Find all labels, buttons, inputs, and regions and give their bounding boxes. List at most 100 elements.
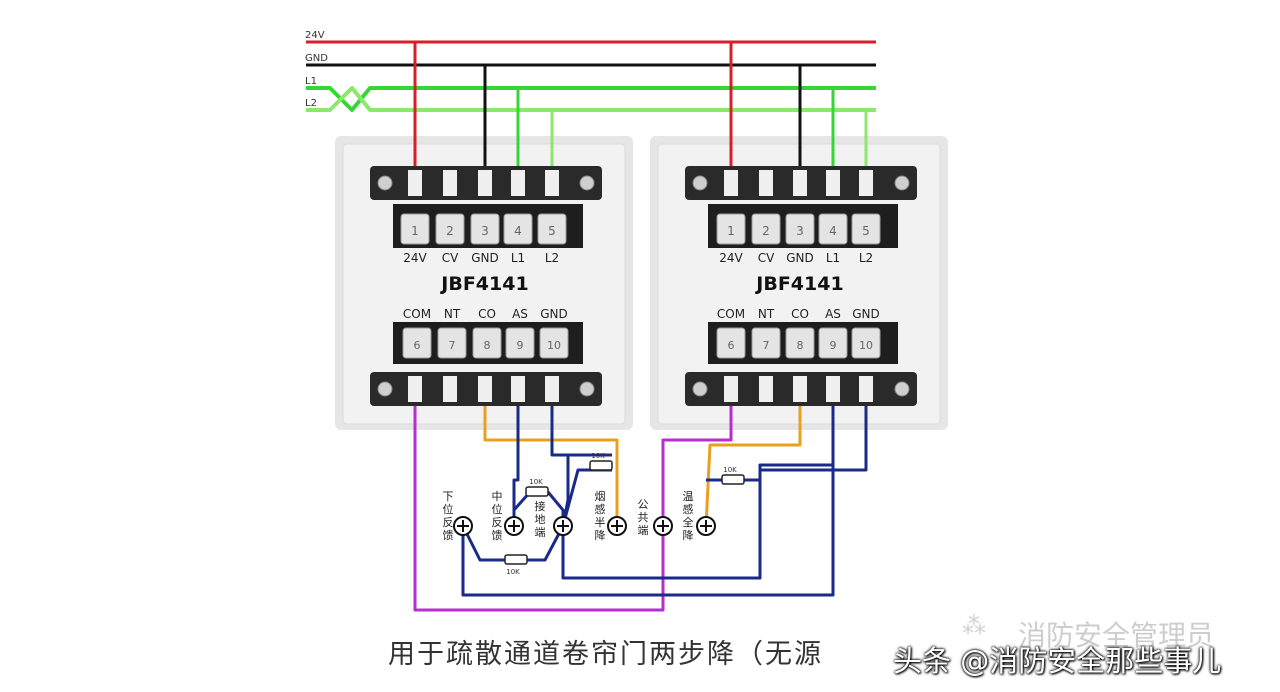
door-terminal-label: 下位反馈 bbox=[443, 490, 454, 542]
mount-screw-icon bbox=[377, 381, 393, 397]
door-terminal-label: 温感全降 bbox=[683, 490, 694, 542]
terminal-label: CO bbox=[791, 307, 809, 321]
label-char: 感 bbox=[683, 503, 694, 516]
connector-pin bbox=[408, 376, 422, 402]
label-char: 端 bbox=[535, 526, 546, 539]
terminal-number: 7 bbox=[763, 339, 770, 352]
watermark-text: 消防安全管理员 bbox=[1018, 619, 1215, 652]
terminal-screw bbox=[716, 327, 746, 359]
door-terminal-label: 接地端 bbox=[535, 500, 546, 539]
terminal-label: L2 bbox=[859, 251, 873, 265]
label-char: 中 bbox=[492, 490, 503, 503]
credit-watermark: 头条 @消防安全那些事儿 bbox=[893, 644, 1222, 678]
label-char: 馈 bbox=[492, 529, 503, 542]
label-char: 温 bbox=[683, 490, 694, 503]
terminal-screw bbox=[851, 213, 881, 245]
connector-pin bbox=[724, 170, 738, 196]
resistor-icon bbox=[721, 474, 745, 485]
label-char: 接 bbox=[535, 500, 546, 513]
terminal-label: CO bbox=[478, 307, 496, 321]
terminal-number: 8 bbox=[797, 339, 804, 352]
bus-label: L2 bbox=[305, 98, 317, 109]
resistor-icon bbox=[504, 554, 528, 565]
terminal-screw bbox=[505, 327, 535, 359]
terminal-label: COM bbox=[717, 307, 745, 321]
terminal-screw bbox=[435, 213, 465, 245]
terminal-number: 5 bbox=[862, 224, 870, 238]
wire-low-m2 bbox=[461, 465, 835, 597]
terminal-number: 4 bbox=[514, 224, 522, 238]
connector-pin bbox=[724, 376, 738, 402]
terminal-number: 6 bbox=[414, 339, 421, 352]
label-char: 烟 bbox=[595, 489, 606, 503]
resistor-value: 10K bbox=[723, 466, 737, 474]
terminal-screw bbox=[539, 327, 569, 359]
bus-label: L1 bbox=[305, 76, 317, 87]
label-char: 半 bbox=[595, 515, 606, 529]
mount-screw-icon bbox=[377, 175, 393, 191]
door-terminal-label: 烟感半降 bbox=[595, 489, 606, 542]
terminal-screw bbox=[751, 327, 781, 359]
terminal-screw bbox=[851, 327, 881, 359]
terminal-screw bbox=[437, 327, 467, 359]
terminal-screw bbox=[818, 213, 848, 245]
resistor-icon bbox=[525, 486, 549, 497]
label-char: 降 bbox=[683, 528, 694, 542]
label-char: 馈 bbox=[443, 529, 454, 542]
door-terminal-label: 中位反馈 bbox=[492, 490, 503, 542]
module-name: JBF4141 bbox=[439, 273, 528, 295]
bus-label: GND bbox=[305, 53, 328, 64]
wire-gnd-m2 bbox=[561, 392, 868, 580]
connector-pin bbox=[759, 170, 773, 196]
terminal-label: GND bbox=[540, 307, 568, 321]
terminal-number: 9 bbox=[830, 339, 837, 352]
terminal-label: CV bbox=[758, 251, 775, 265]
diagram-caption: 用于疏散通道卷帘门两步降（无源 bbox=[388, 639, 823, 670]
mount-screw-icon bbox=[692, 381, 708, 397]
terminal-number: 10 bbox=[859, 339, 873, 352]
connector-pin bbox=[759, 376, 773, 402]
terminal-screw bbox=[751, 213, 781, 245]
connector-pin bbox=[478, 170, 492, 196]
label-char: 反 bbox=[492, 516, 503, 529]
terminal-screw bbox=[400, 213, 430, 245]
terminal-number: 1 bbox=[411, 224, 419, 238]
wire-com-m1 bbox=[413, 392, 665, 612]
terminal-number: 2 bbox=[446, 224, 454, 238]
terminal-label: NT bbox=[444, 307, 461, 321]
connector-pin bbox=[793, 376, 807, 402]
resistor-value: 10K bbox=[506, 568, 520, 576]
connector-pin bbox=[511, 170, 525, 196]
terminal-label: GND bbox=[471, 251, 499, 265]
module-name: JBF4141 bbox=[754, 273, 843, 295]
terminal-screw bbox=[472, 327, 502, 359]
terminal-number: 1 bbox=[727, 224, 735, 238]
connector-pin bbox=[826, 170, 840, 196]
label-char: 全 bbox=[683, 515, 694, 529]
label-char: 共 bbox=[638, 511, 649, 524]
mount-screw-icon bbox=[579, 381, 595, 397]
door-terminal-label: 公共端 bbox=[638, 498, 649, 537]
resistor-icon bbox=[589, 460, 613, 471]
bus-l1-line bbox=[306, 86, 876, 112]
terminal-number: 9 bbox=[517, 339, 524, 352]
resistor-value: 10K bbox=[529, 478, 543, 486]
mount-screw-icon bbox=[894, 175, 910, 191]
mount-screw-icon bbox=[894, 381, 910, 397]
label-char: 位 bbox=[492, 502, 503, 516]
terminal-number: 10 bbox=[547, 339, 561, 352]
connector-pin bbox=[859, 376, 873, 402]
terminal-label: 24V bbox=[403, 251, 427, 265]
terminal-number: 6 bbox=[728, 339, 735, 352]
label-char: 端 bbox=[638, 524, 649, 537]
wire-gnd-m1 bbox=[550, 392, 595, 457]
terminal-label: COM bbox=[403, 307, 431, 321]
bus-label: 24V bbox=[305, 30, 325, 41]
mount-screw-icon bbox=[692, 175, 708, 191]
resistor-value: 10K bbox=[591, 452, 605, 460]
bus-l2-line bbox=[306, 86, 876, 112]
label-char: 反 bbox=[443, 516, 454, 529]
connector-pin bbox=[793, 170, 807, 196]
label-char: 地 bbox=[535, 513, 546, 526]
